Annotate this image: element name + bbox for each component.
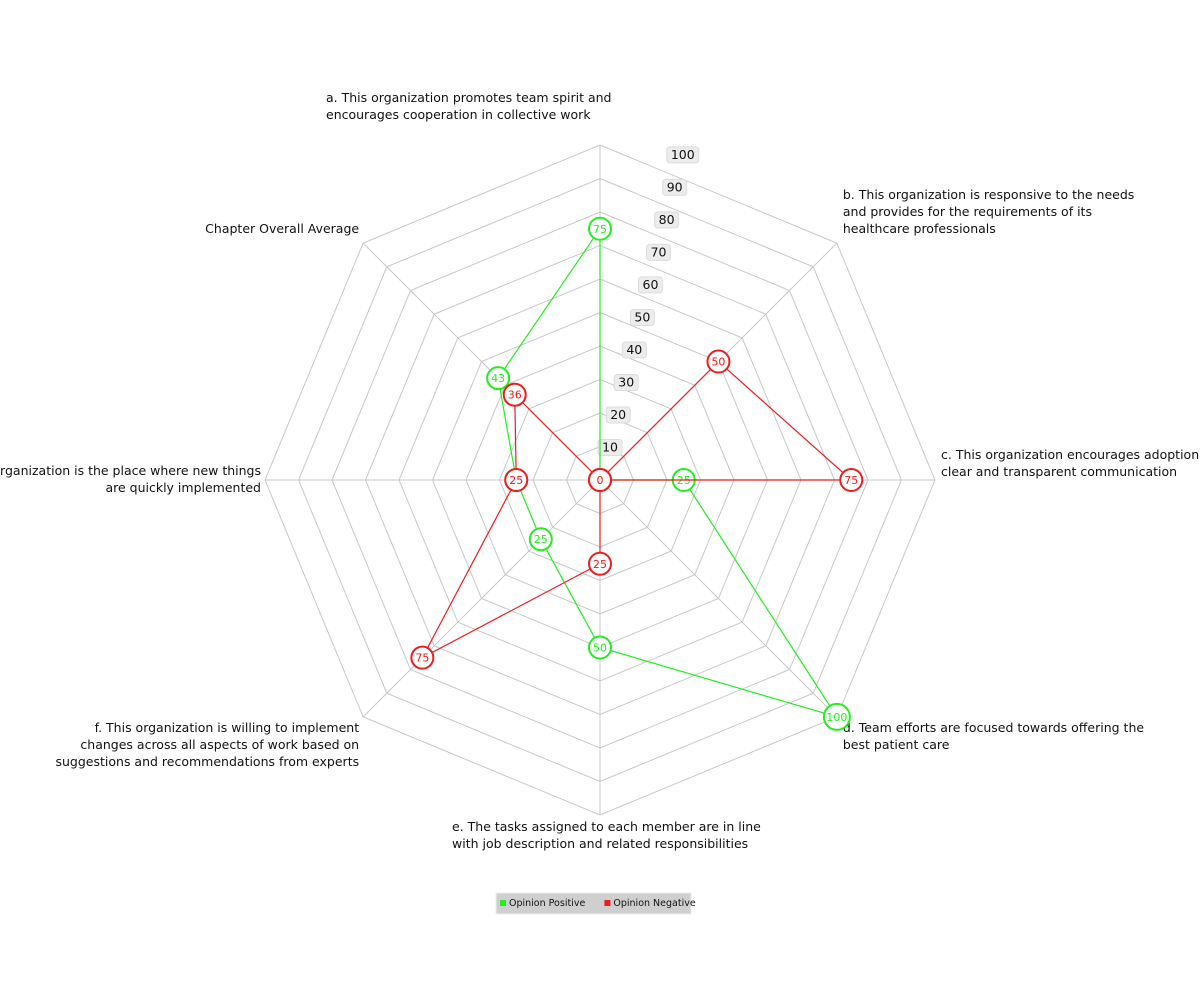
tick-label: 30 [618,374,634,389]
axis-label: f. This organization is willing to imple… [56,720,360,769]
tick-label: 40 [626,342,642,357]
tick-label: 20 [610,407,626,422]
axis-label: g. This organization is the place where … [0,463,261,495]
tick-label-box [613,373,639,391]
data-point[interactable] [588,551,612,576]
axis-label: Chapter Overall Average [205,221,359,236]
legend-label: Opinion Positive [509,898,585,909]
tick-label-box [637,276,663,294]
grid-spoke [362,479,601,718]
tick-label-box [646,243,672,261]
data-label: 75 [844,474,858,487]
data-point[interactable] [588,468,612,492]
data-label: 75 [415,652,429,665]
tick-label: 60 [643,277,659,292]
data-label: 50 [711,356,725,369]
data-label: 43 [491,372,505,385]
data-label: 50 [593,642,607,655]
tick-label-box [666,146,700,164]
data-point[interactable] [588,635,612,660]
data-point[interactable] [410,645,435,670]
data-point[interactable] [588,216,612,241]
axis-label: a. This organization promotes team spiri… [326,90,612,122]
data-label: 100 [826,711,847,724]
legend: Opinion Positive Opinion Negative [495,892,696,915]
tick-label: 50 [634,309,650,324]
legend-swatch [500,900,506,906]
tick-labels: 10 20 30 40 50 60 70 80 90 100 [597,146,700,456]
tick-label-box [629,308,655,326]
axis-label: d. Team efforts are focused towards offe… [843,720,1144,752]
axis-label: b. This organization is responsive to th… [843,187,1134,236]
series-layer: 750251005025254305075025752536 [410,216,864,731]
data-label: 36 [508,389,522,402]
tick-label-box [654,211,680,229]
tick-label: 70 [651,244,667,259]
tick-label: 10 [602,439,618,454]
series-line [420,360,853,660]
data-label: 25 [509,474,523,487]
data-point[interactable] [839,468,864,492]
data-point[interactable] [706,349,731,374]
data-point[interactable] [486,366,511,391]
axis-labels: a. This organization promotes team spiri… [0,90,1200,851]
tick-label: 100 [671,147,695,162]
tick-label: 90 [667,179,683,194]
tick-label-box [605,406,631,424]
data-label: 0 [597,474,604,487]
data-point[interactable] [528,527,553,552]
tick-label-box [597,438,623,456]
series-1: 05075025752536 [410,349,864,670]
data-label: 25 [593,558,607,571]
tick-label-box [662,178,688,196]
data-point[interactable] [502,382,527,407]
legend-swatch [604,900,611,906]
axis-label: c. This organization encourages adoption… [941,447,1200,479]
tick-label: 80 [659,212,675,227]
axis-label: e. The tasks assigned to each member are… [452,819,761,851]
legend-label: Opinion Negative [613,898,695,909]
data-point[interactable] [822,702,851,731]
grid-spoke [599,479,838,718]
series-line [497,226,839,718]
tick-label-box [621,341,647,359]
data-label: 25 [534,533,548,546]
data-point[interactable] [504,468,529,492]
data-label: 75 [593,223,607,236]
legend-box [495,892,692,915]
